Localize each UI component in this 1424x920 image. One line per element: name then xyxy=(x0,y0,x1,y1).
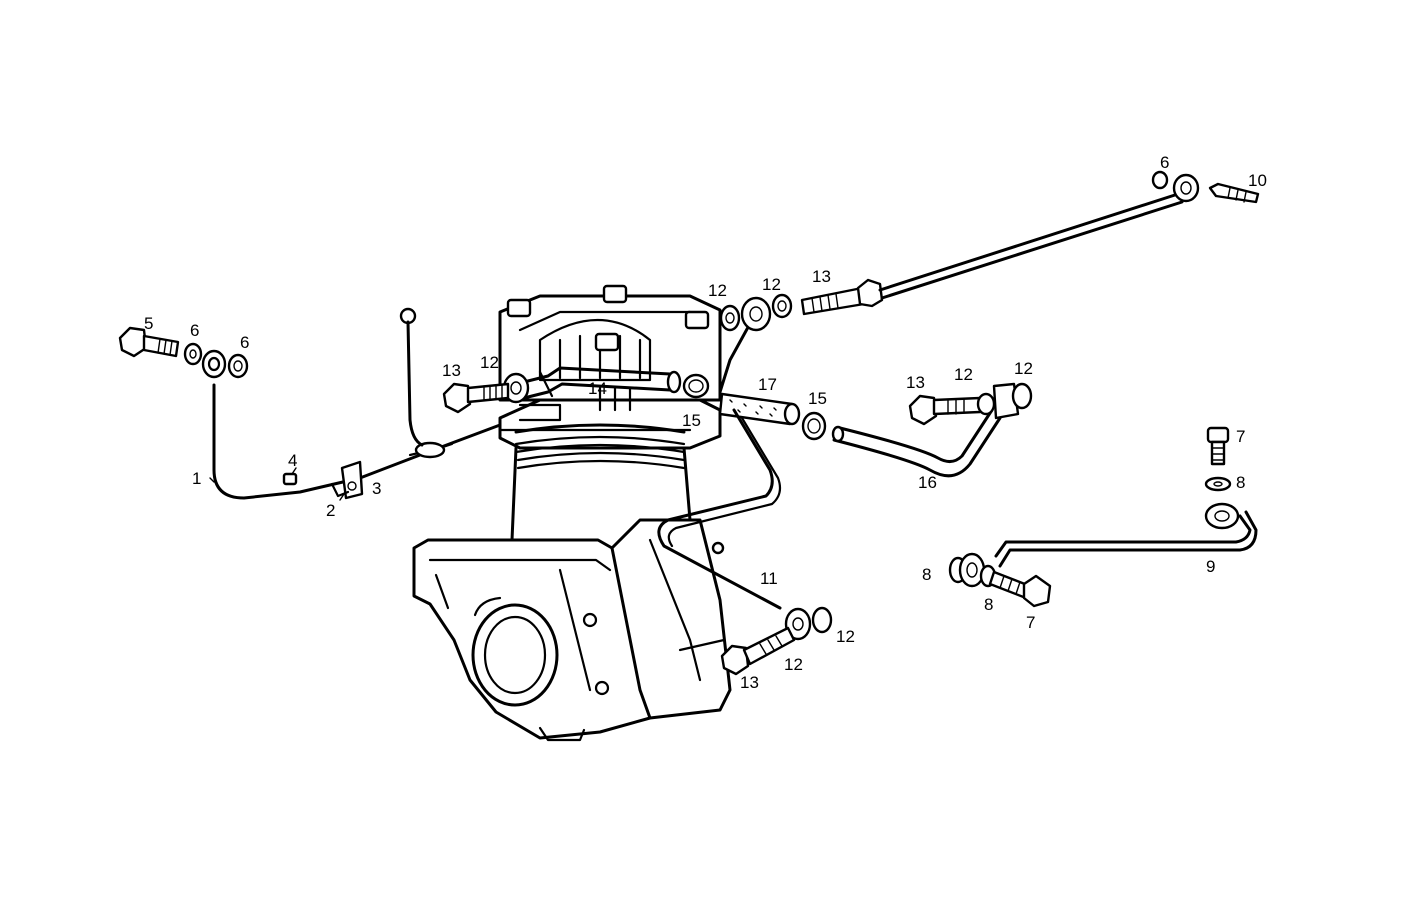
callout-12: 12 xyxy=(836,627,855,646)
callout-1: 1 xyxy=(192,469,201,488)
callout-8: 8 xyxy=(1236,473,1245,492)
banjo-12-right xyxy=(992,382,1033,420)
callout-11: 11 xyxy=(760,569,778,588)
hose-clamp-15-left xyxy=(682,373,710,399)
hose-17 xyxy=(718,392,801,426)
callout-12: 12 xyxy=(708,281,727,300)
screw-4 xyxy=(282,472,298,486)
banjo-6-top-right xyxy=(1172,173,1200,203)
callout-13: 13 xyxy=(740,673,759,692)
banjo-12-lower xyxy=(784,607,812,641)
callout-3: 3 xyxy=(372,479,381,498)
pipe-14 xyxy=(518,366,672,422)
callout-5: 5 xyxy=(144,314,153,333)
callout-13: 13 xyxy=(812,267,831,286)
pipe-16 xyxy=(831,408,1002,478)
callout-8: 8 xyxy=(984,595,993,614)
callout-13: 13 xyxy=(442,361,461,380)
long-pipe-top xyxy=(878,192,1184,300)
bolt-13-right xyxy=(908,394,982,426)
callout-6: 6 xyxy=(240,333,249,352)
bolt-7-top xyxy=(1206,426,1230,466)
bolt-7-bottom xyxy=(988,570,1052,608)
callout-12: 12 xyxy=(784,655,803,674)
callout-7: 7 xyxy=(1026,613,1035,632)
washer-6-left-a xyxy=(183,342,203,366)
washer-12-lower xyxy=(811,606,833,634)
bolt-13-top xyxy=(800,278,884,316)
washer-12-top-b xyxy=(771,293,793,319)
callout-6: 6 xyxy=(1160,153,1169,172)
callout-labels: 1 2 3 4 5 6 6 6 7 7 8 8 8 9 10 11 12 12 … xyxy=(144,153,1267,692)
callout-15: 15 xyxy=(682,411,701,430)
washer-12-top-a xyxy=(719,304,741,332)
banjo-fitting-left xyxy=(201,349,227,379)
pipe-1 xyxy=(212,383,502,500)
pipe-11 xyxy=(657,318,782,610)
callout-2: 2 xyxy=(326,501,335,520)
callout-15: 15 xyxy=(808,389,827,408)
callout-12: 12 xyxy=(1014,359,1033,378)
callout-12: 12 xyxy=(480,353,499,372)
hose-clamp-15-right xyxy=(801,411,827,441)
callout-12: 12 xyxy=(954,365,973,384)
callout-14: 14 xyxy=(588,379,607,398)
callout-4: 4 xyxy=(288,451,297,470)
banjo-9-right xyxy=(1204,502,1240,530)
callout-17: 17 xyxy=(758,375,777,394)
washer-8-top xyxy=(1204,476,1232,492)
bolt-13-left xyxy=(442,382,510,414)
banjo-12-top xyxy=(740,296,772,332)
callout-9: 9 xyxy=(1206,557,1215,576)
callout-10: 10 xyxy=(1248,171,1267,190)
callout-16: 16 xyxy=(918,473,937,492)
callout-6: 6 xyxy=(190,321,199,340)
compressor-body xyxy=(412,284,732,742)
bolt-13-lower xyxy=(720,626,796,676)
clamp-2-3 xyxy=(330,460,364,500)
leader-lines xyxy=(209,467,345,501)
vertical-pipe xyxy=(399,307,424,447)
screw-10 xyxy=(1208,182,1260,204)
bolt-5 xyxy=(118,326,180,358)
banjo-9-left xyxy=(958,552,986,588)
callout-8: 8 xyxy=(922,565,931,584)
pipe-9 xyxy=(994,510,1258,568)
callout-12: 12 xyxy=(762,275,781,294)
washer-12-right-a xyxy=(976,392,996,416)
callout-13: 13 xyxy=(906,373,925,392)
washer-6-top xyxy=(1151,170,1169,190)
washer-6-left-b xyxy=(227,353,249,379)
pipe-14-end xyxy=(666,370,682,394)
callout-7: 7 xyxy=(1236,427,1245,446)
